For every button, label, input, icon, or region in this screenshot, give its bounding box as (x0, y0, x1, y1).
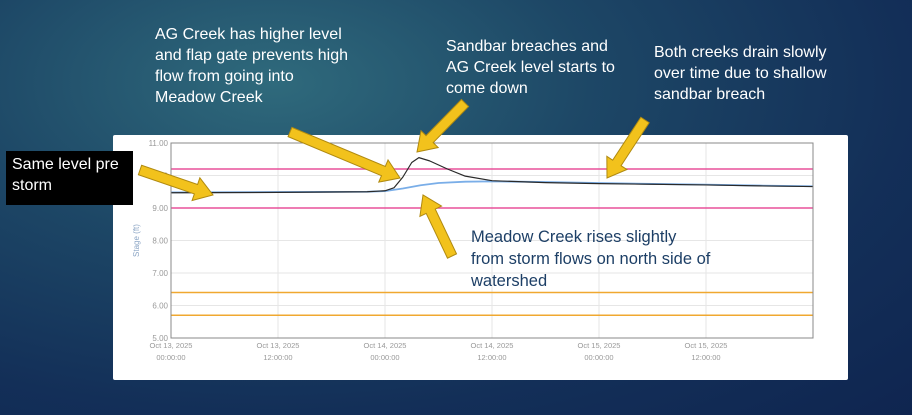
x-tick-date: Oct 15, 2025 (578, 341, 621, 350)
y-tick-label: 10.00 (148, 172, 169, 181)
annotation-sandbar: Sandbar breaches and AG Creek level star… (446, 38, 615, 97)
x-tick-time: 00:00:00 (370, 353, 399, 362)
x-tick-date: Oct 13, 2025 (257, 341, 300, 350)
y-axis-label: Stage (ft) (132, 224, 141, 257)
y-tick-label: 7.00 (152, 269, 168, 278)
annotation-same-level: Same level pre storm (6, 151, 133, 205)
x-tick-time: 12:00:00 (263, 353, 292, 362)
x-tick-time: 00:00:00 (584, 353, 613, 362)
x-tick-date: Oct 14, 2025 (471, 341, 514, 350)
plot-border (170, 142, 814, 339)
x-tick-time: 12:00:00 (477, 353, 506, 362)
y-tick-label: 11.00 (149, 139, 169, 148)
x-tick-date: Oct 13, 2025 (150, 341, 193, 350)
x-tick-time: 00:00:00 (156, 353, 185, 362)
x-tick-time: 12:00:00 (691, 353, 720, 362)
y-tick-label: 9.00 (152, 204, 168, 213)
annotation-meadow-rises: Meadow Creek rises slightly from storm f… (471, 228, 711, 290)
y-tick-label: 6.00 (152, 302, 168, 311)
series-ag-creek (170, 157, 814, 194)
annotation-ag-higher: AG Creek has higher level and flap gate … (155, 26, 349, 106)
y-tick-label: 8.00 (152, 237, 168, 246)
x-tick-date: Oct 14, 2025 (364, 341, 407, 350)
annotation-both-drain: Both creeks drain slowly over time due t… (654, 44, 827, 103)
y-tick-label: 5.00 (152, 334, 168, 343)
x-tick-date: Oct 15, 2025 (685, 341, 728, 350)
